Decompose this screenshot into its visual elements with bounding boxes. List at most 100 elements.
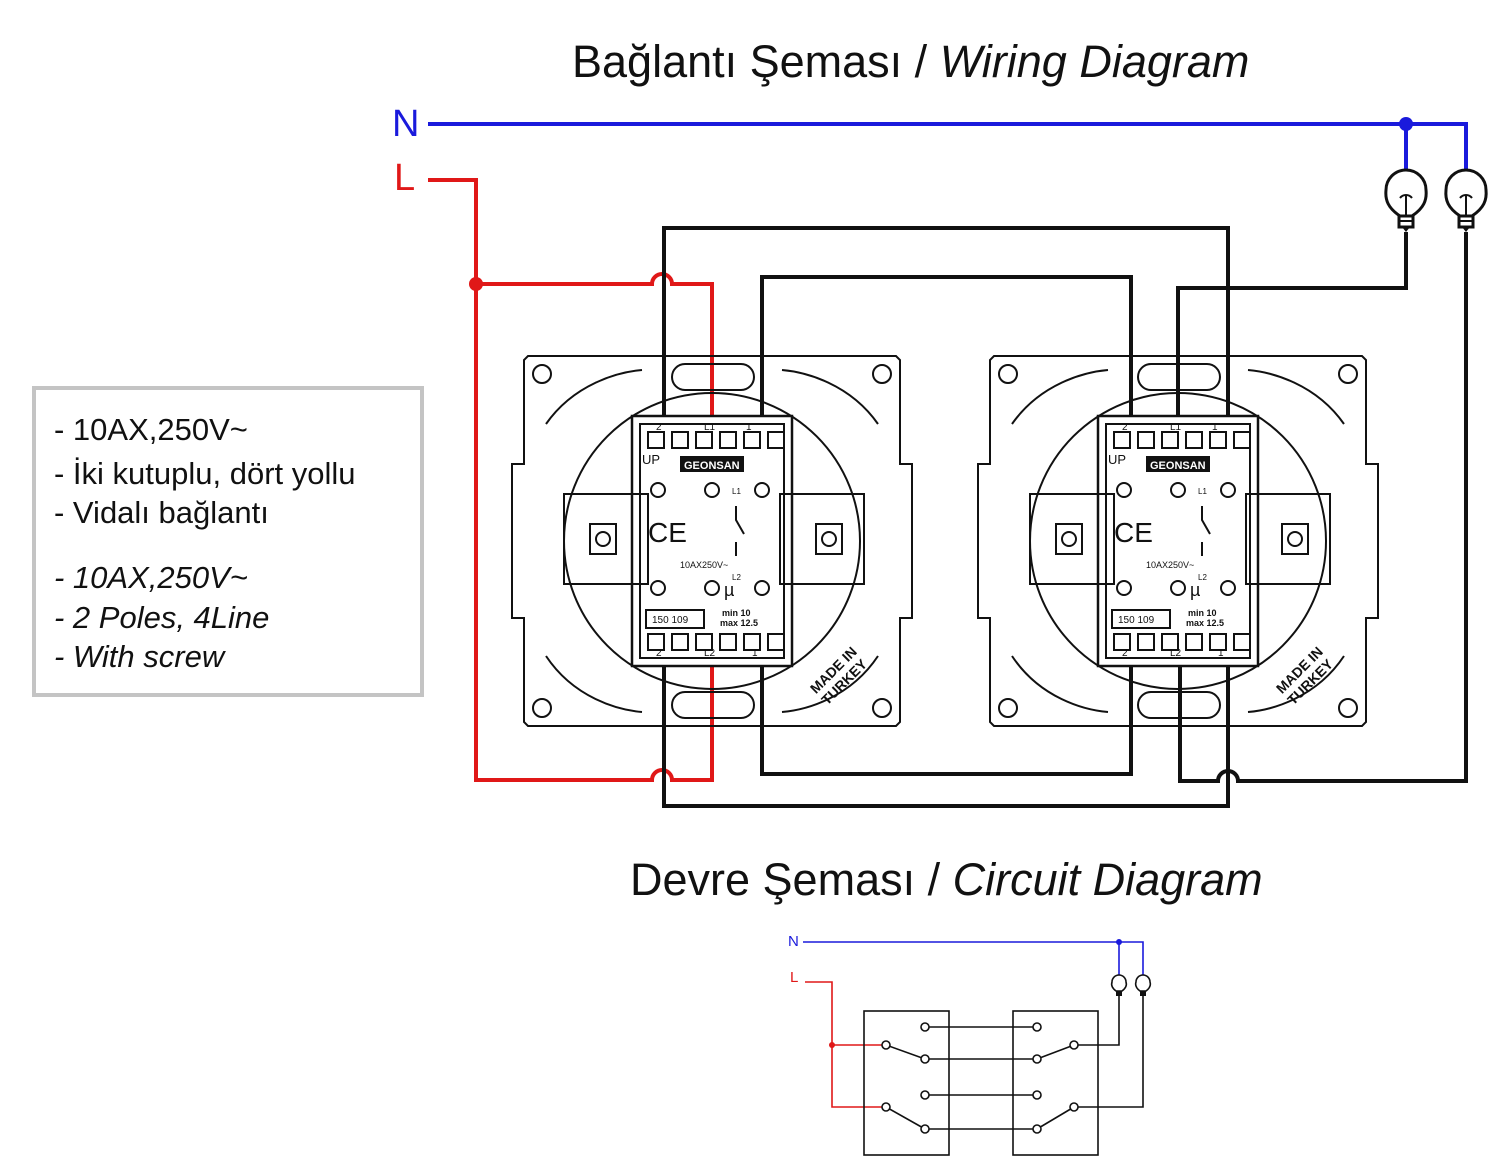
- traveller-outer-top: [662, 226, 1230, 432]
- terminal-label: L1: [1170, 422, 1182, 433]
- clamp-screw: [1055, 523, 1083, 555]
- terminal: [1233, 633, 1251, 651]
- rating-label: 10AX250V~: [1146, 560, 1194, 570]
- clamp-screw-head: [821, 531, 837, 547]
- plate-hole: [532, 698, 552, 718]
- clamp-screw-head: [595, 531, 611, 547]
- wire-max-label: max 12.5: [1186, 618, 1224, 628]
- up-label: UP: [642, 452, 660, 467]
- plate-hole: [872, 364, 892, 384]
- screw: [704, 482, 720, 498]
- screw: [1220, 482, 1236, 498]
- circuit-switch-right-box: [1012, 1010, 1099, 1156]
- terminal-label: L1: [704, 422, 716, 433]
- terminal-label: L2: [1170, 648, 1182, 659]
- terminal: [671, 431, 689, 449]
- circuit-line-junction: [829, 1042, 835, 1048]
- neutral-wire: [428, 122, 1468, 178]
- screw: [1170, 580, 1186, 596]
- wire-max-label: max 12.5: [720, 618, 758, 628]
- ce-mark: CE: [1114, 517, 1153, 548]
- terminal: [767, 431, 785, 449]
- circuit-schematic: N L: [788, 933, 1152, 1156]
- screw: [1220, 580, 1236, 596]
- l2-label: L2: [732, 573, 741, 582]
- plate-hole: [998, 698, 1018, 718]
- l2-label: L2: [1198, 573, 1207, 582]
- traveller-inner-top: [760, 275, 1133, 432]
- neutral-junction: [1399, 117, 1413, 131]
- terminal: [719, 431, 737, 449]
- terminal: [1185, 633, 1203, 651]
- spec-tr-rating: - 10AX,250V~: [54, 412, 248, 447]
- plate-arc: [1247, 655, 1345, 713]
- brand-badge: [680, 456, 744, 472]
- spec-en-poles: - 2 Poles, 4Line: [54, 600, 270, 635]
- terminal: [767, 633, 785, 651]
- plate-arc: [1247, 369, 1345, 425]
- wiring-title-tr: Bağlantı Şeması /: [572, 36, 940, 87]
- lamp-feed-2: [1178, 232, 1468, 783]
- plate-arc: [1011, 655, 1109, 713]
- plate-arc: [781, 369, 879, 425]
- plate-slot: [671, 363, 755, 391]
- plate-hole: [998, 364, 1018, 384]
- terminal: [1113, 431, 1131, 449]
- plate-arc: [545, 655, 643, 713]
- circuit-switch-left-box: [863, 1010, 950, 1156]
- line-wire-lower: [428, 178, 714, 782]
- terminal-label: 1: [752, 648, 758, 659]
- plate-slot: [671, 691, 755, 719]
- side-clamp: [1245, 493, 1331, 585]
- plate-hole: [872, 698, 892, 718]
- ce-mark: CE: [648, 517, 687, 548]
- terminal: [671, 633, 689, 651]
- terminal: [743, 431, 761, 449]
- code-box: [645, 609, 705, 629]
- traveller-inner-bottom: [760, 660, 1133, 776]
- terminal-label: 2: [1122, 648, 1128, 659]
- code-label: 150 109: [652, 615, 689, 626]
- line-label: L: [394, 157, 415, 199]
- l1-label: L1: [1198, 487, 1207, 496]
- terminal-label: 1: [746, 422, 752, 433]
- screw: [754, 482, 770, 498]
- terminal: [647, 633, 665, 651]
- screw: [1116, 482, 1132, 498]
- spec-tr-screw: - Vidalı bağlantı: [54, 495, 269, 530]
- wiring-title-en: Wiring Diagram: [939, 36, 1250, 87]
- circuit-neutral-label: N: [788, 933, 799, 950]
- brand-badge: [1146, 456, 1210, 472]
- plate-slot: [1137, 691, 1221, 719]
- terminal: [647, 431, 665, 449]
- mu-label: µ: [1190, 580, 1200, 600]
- terminal: [1161, 431, 1179, 449]
- terminal-label: 2: [1122, 422, 1128, 433]
- rating-label: 10AX250V~: [680, 560, 728, 570]
- code-box: [1111, 609, 1171, 629]
- plate-slot: [1137, 363, 1221, 391]
- circuit-line-label: L: [790, 969, 798, 986]
- circuit-neutral-junction: [1116, 939, 1122, 945]
- terminal: [1137, 431, 1155, 449]
- traveller-outer-bottom: [662, 660, 1230, 808]
- lamp-feed-1: [1176, 232, 1408, 432]
- screw: [650, 482, 666, 498]
- plate-hole: [1338, 364, 1358, 384]
- switch-symbol: [735, 506, 745, 556]
- side-clamp: [563, 493, 649, 585]
- terminal-label: L2: [704, 648, 716, 659]
- wiring-wires: [428, 117, 1468, 808]
- mu-label: µ: [724, 580, 734, 600]
- switch-inner: [639, 423, 785, 659]
- terminal: [1185, 431, 1203, 449]
- clamp-screw: [815, 523, 843, 555]
- spec-box: - 10AX,250V~ - İki kutuplu, dört yollu -…: [32, 386, 424, 697]
- brand-label: GEONSAN: [684, 460, 740, 472]
- spec-en-screw: - With screw: [54, 639, 225, 674]
- line-junction: [469, 277, 483, 291]
